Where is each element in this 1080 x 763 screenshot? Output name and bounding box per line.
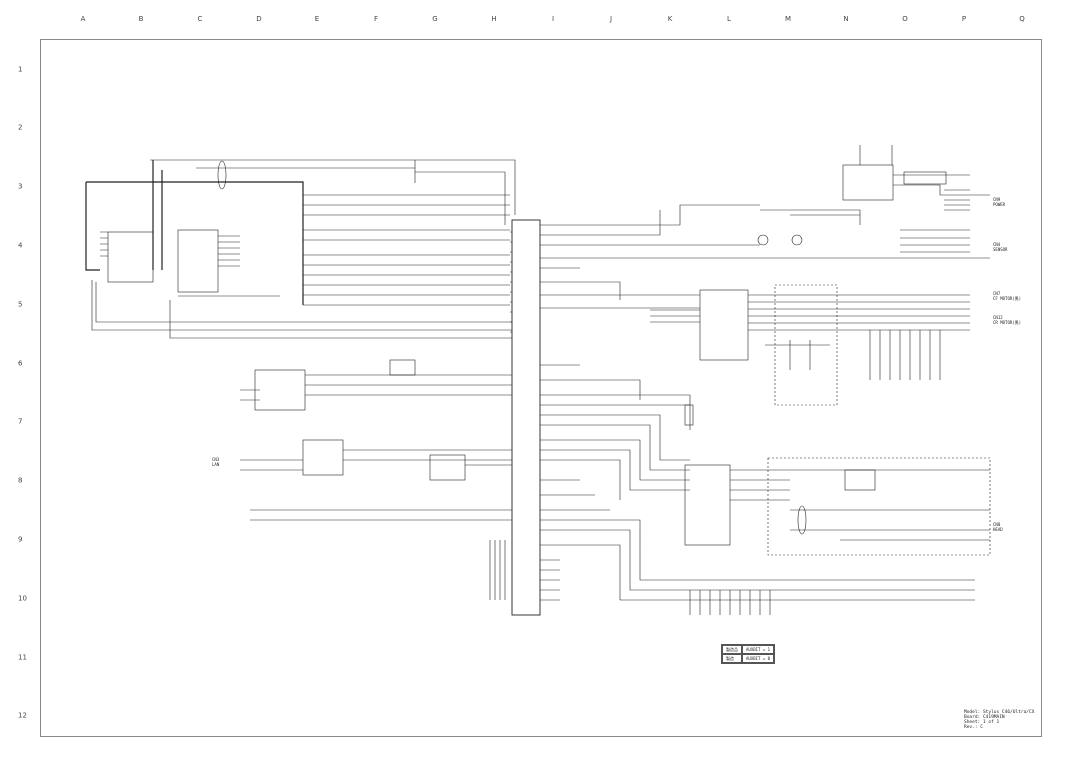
legend-cell: 製造 [722, 654, 742, 663]
title-block: Model: Stylus C46/Ultra/CX Board: C419MA… [964, 710, 1034, 730]
title-board: Board: C419MAIN [964, 715, 1005, 720]
title-rev: Rev.: C [964, 725, 983, 730]
grid-row-label: 3 [18, 182, 23, 191]
grid-column-label: F [373, 15, 379, 23]
cn8-ref: CN8 [993, 522, 1001, 527]
drawing-frame [40, 39, 1042, 737]
cn3-ref: CN3 [212, 457, 220, 462]
cn8-label: HEAD [993, 527, 1003, 532]
grid-column-label: D [256, 15, 262, 23]
grid-row-label: 2 [18, 123, 23, 132]
title-sheet: Sheet: 1 of 1 [964, 720, 1000, 725]
grid-row-label: 12 [18, 711, 27, 720]
grid-column-label: Q [1019, 15, 1025, 23]
grid-row-label: 9 [18, 535, 23, 544]
grid-column-label: H [491, 15, 497, 23]
cn9-label: POWER [993, 202, 1006, 207]
cn7-ref: CN7 [993, 291, 1001, 296]
grid-row-label: 4 [18, 241, 23, 250]
cn12-ref: CN12 [993, 315, 1003, 320]
grid-row-label: 6 [18, 359, 23, 368]
cn4-ref: CN4 [993, 242, 1001, 247]
grid-column-label: I [551, 15, 555, 23]
grid-column-label: B [138, 15, 144, 23]
grid-column-label: K [667, 15, 673, 23]
cn3-label: LAN [212, 462, 220, 467]
grid-column-label: E [314, 15, 320, 23]
grid-column-label: N [843, 15, 849, 23]
grid-column-label: L [727, 15, 731, 23]
legend-cell: AUXBIT = 1 [742, 645, 775, 654]
grid-column-label: O [902, 15, 908, 23]
grid-column-label: M [784, 15, 792, 23]
grid-column-label: P [961, 15, 967, 23]
title-model: Model: Stylus C46/Ultra/CX [964, 710, 1035, 715]
cn4-label: SENSOR [993, 247, 1008, 252]
grid-row-label: 1 [18, 65, 23, 74]
grid-column-label: A [80, 15, 86, 23]
grid-column-label: C [197, 15, 203, 23]
grid-column-label: J [609, 15, 613, 23]
legend-cell: 製造品 [722, 645, 742, 654]
legend-table: 製造品 AUXBIT = 1 製造 AUXBIT = 0 [721, 644, 776, 664]
cn7-label: CF MOTOR(黒) [993, 296, 1022, 301]
grid-row-label: 7 [18, 417, 23, 426]
grid-column-label: G [432, 15, 438, 23]
legend-row: 製造品 AUXBIT = 1 [722, 645, 775, 654]
legend-row: 製造 AUXBIT = 0 [722, 654, 775, 663]
grid-row-label: 5 [18, 300, 23, 309]
grid-row-label: 8 [18, 476, 23, 485]
grid-row-label: 10 [18, 594, 27, 603]
legend-cell: AUXBIT = 0 [742, 654, 775, 663]
cn9-ref: CN9 [993, 197, 1001, 202]
grid-row-label: 11 [18, 653, 27, 662]
cn12-label: CR MOTOR(黒) [993, 320, 1022, 325]
